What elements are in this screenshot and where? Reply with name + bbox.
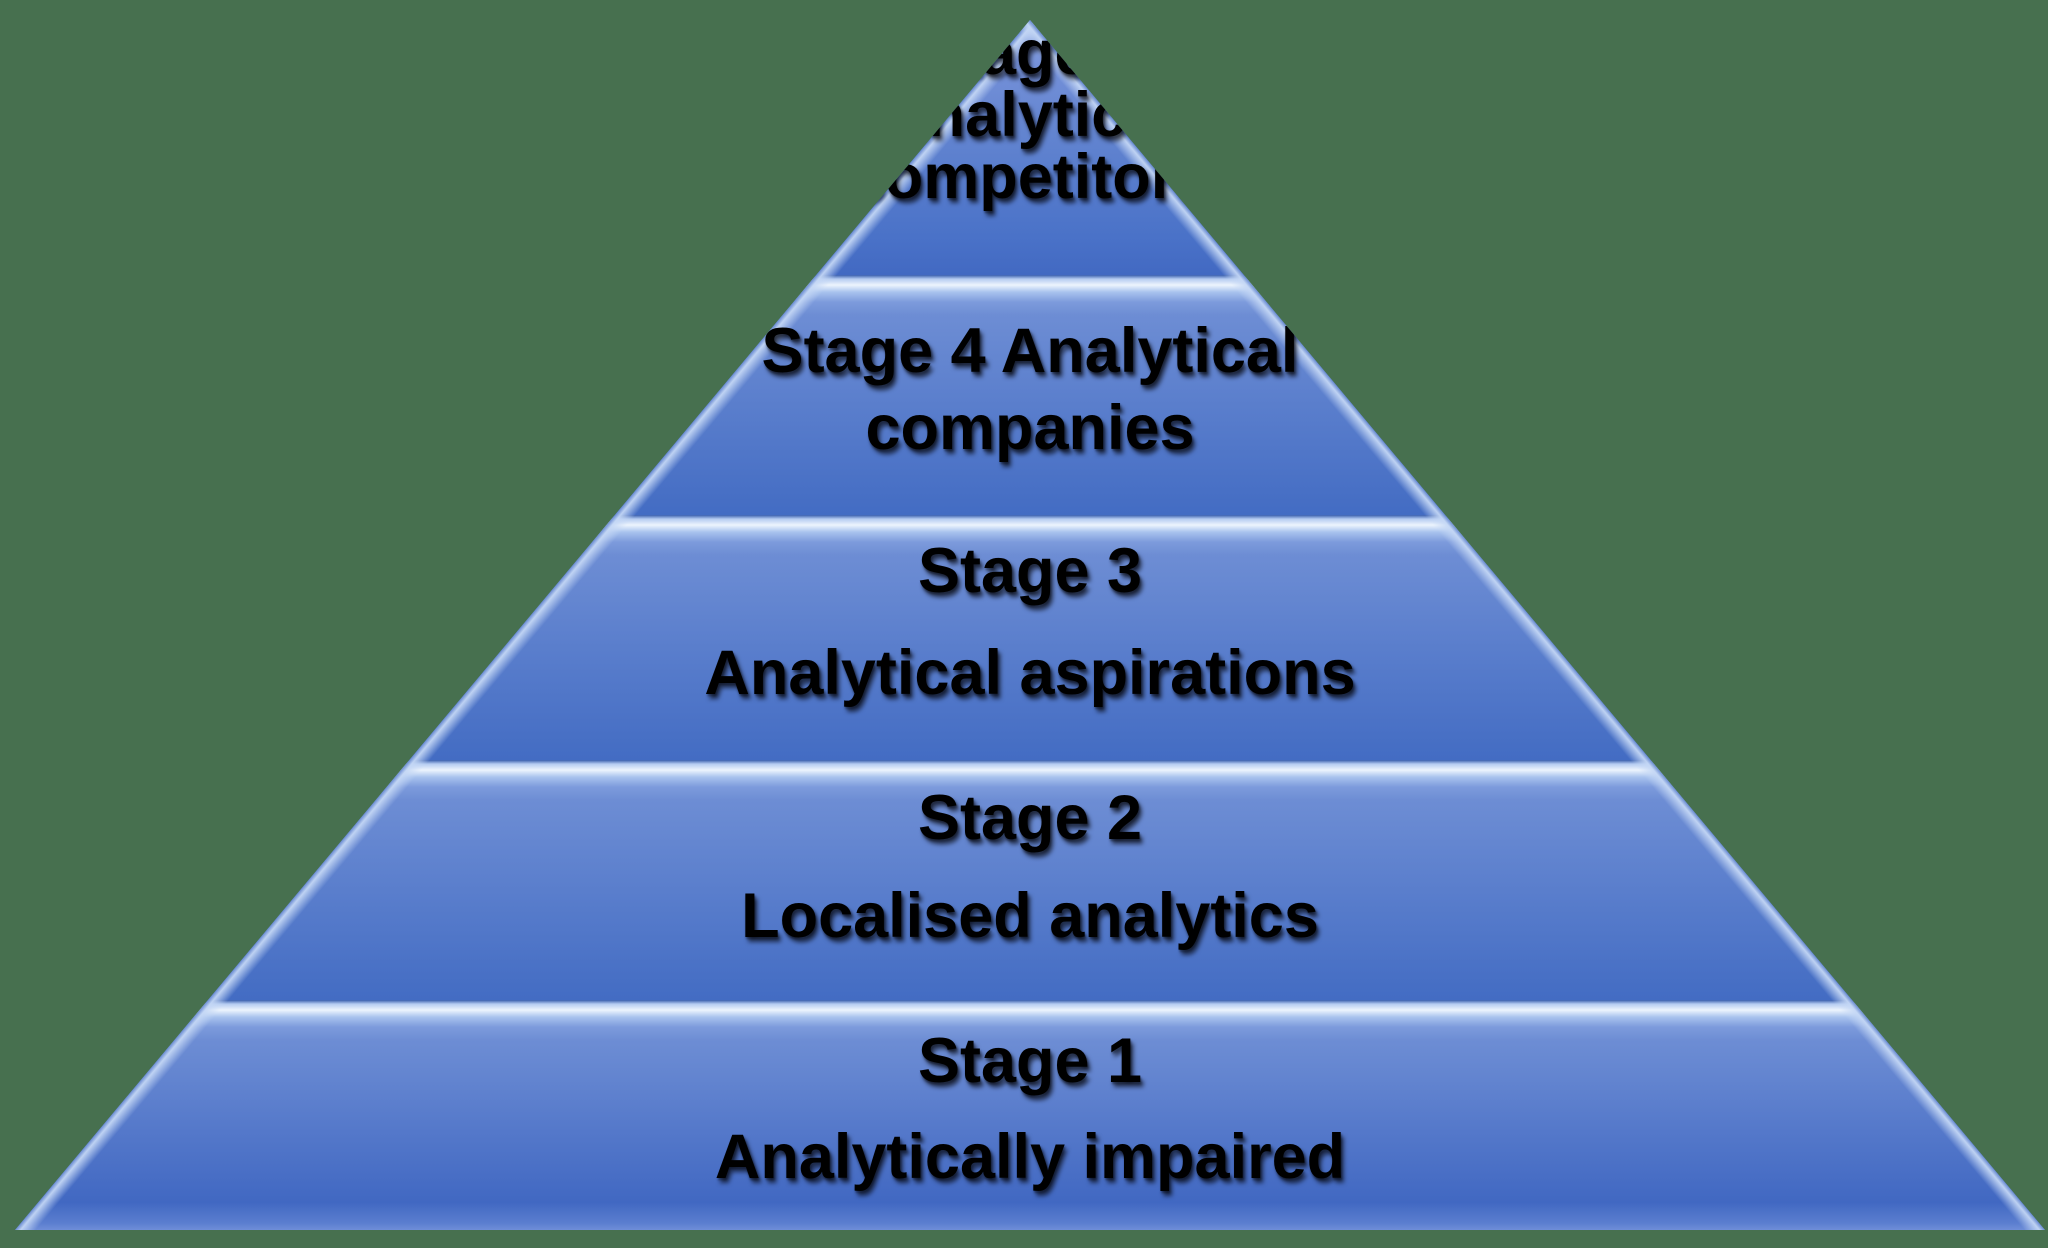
stage-1-label: Stage 1 Analytically impaired [15,1026,2045,1192]
stage-4-subtitle: companies [865,393,1195,463]
stage-3-title: Stage 3 [917,536,1143,606]
stage-1-subtitle: Analytically impaired [714,1122,1346,1192]
stage-3-subtitle: Analytical aspirations [704,638,1356,708]
stage-4-title: Stage 4 Analytical [761,316,1299,386]
stage-5-title: Stage 5 [917,18,1143,88]
pyramid-shape: Stage 5 Analytical competitors Stage 4 A… [15,20,2045,1230]
stage-5-label: Stage 5 Analytical competitors [15,18,2045,212]
stage-4-label: Stage 4 Analytical companies [15,313,2045,467]
stage-2-label: Stage 2 Localised analytics [15,783,2045,951]
stage-2-subtitle: Localised analytics [741,881,1319,951]
stage-2-title: Stage 2 [917,783,1143,853]
stage-5-subtitle-1: Analytical [881,80,1179,150]
stage-1-title: Stage 1 [917,1026,1143,1096]
stage-3-label: Stage 3 Analytical aspirations [15,536,2045,708]
stage-5-subtitle-2: competitors [849,142,1211,212]
